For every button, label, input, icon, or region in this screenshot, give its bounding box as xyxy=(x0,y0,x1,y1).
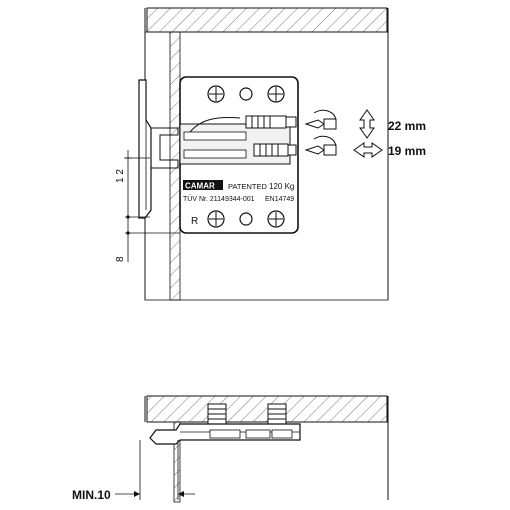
lower-panel-hatched xyxy=(146,395,388,423)
plate-cert-prefix: TÜV xyxy=(183,195,197,203)
top-view: MIN.10 xyxy=(72,395,389,503)
stud-right xyxy=(267,403,287,425)
dimension-min-gap: MIN.10 xyxy=(72,440,195,502)
dimension-min-label: MIN.10 xyxy=(72,488,111,502)
adjustment-mechanism xyxy=(179,115,297,165)
mounting-hole-bottom-right xyxy=(267,210,285,228)
stud-left xyxy=(207,403,227,425)
hanger-plate-top-profile xyxy=(149,423,301,445)
plate-patented: PATENTED xyxy=(228,182,267,191)
screw-icon xyxy=(304,144,337,156)
dimension-offset-upper: 1 2 xyxy=(115,169,126,183)
plate-cert-number: Nr. 21149344-001 xyxy=(199,196,255,203)
mounting-hole-top-left xyxy=(207,85,225,103)
adjust-vertical-label: 22 mm xyxy=(388,119,426,133)
mounting-hole-top-center xyxy=(239,87,253,101)
front-view: CAMAR PATENTED 120 Kg TÜV Nr. 21149344-0… xyxy=(115,7,426,301)
hanger-plate: CAMAR PATENTED 120 Kg TÜV Nr. 21149344-0… xyxy=(179,76,299,234)
adjustment-legend: 22 mm 19 mm xyxy=(304,109,426,158)
dimension-offsets: 1 2 8 xyxy=(115,150,132,262)
curved-arrow-icon xyxy=(313,135,337,147)
plate-load: 120 Kg xyxy=(269,182,294,191)
screw-icon xyxy=(304,118,337,130)
mounting-hole-bottom-left xyxy=(207,210,225,228)
mounting-hole-top-right xyxy=(267,85,285,103)
dimension-offset-lower: 8 xyxy=(115,256,126,262)
vertical-double-arrow-icon xyxy=(359,109,375,139)
adjust-horizontal-label: 19 mm xyxy=(388,144,426,158)
curved-arrow-icon xyxy=(313,109,337,121)
reference-mark-r: R xyxy=(191,216,198,227)
mounting-hole-bottom-center xyxy=(239,212,253,226)
plate-label-area: CAMAR PATENTED 120 Kg TÜV Nr. 21149344-0… xyxy=(183,180,294,203)
plate-norm: EN14749 xyxy=(265,196,294,203)
horizontal-double-arrow-icon xyxy=(353,142,383,158)
top-panel-hatched xyxy=(146,7,388,33)
plate-brand: CAMAR xyxy=(185,182,215,191)
bracket-side-profile xyxy=(138,79,179,219)
